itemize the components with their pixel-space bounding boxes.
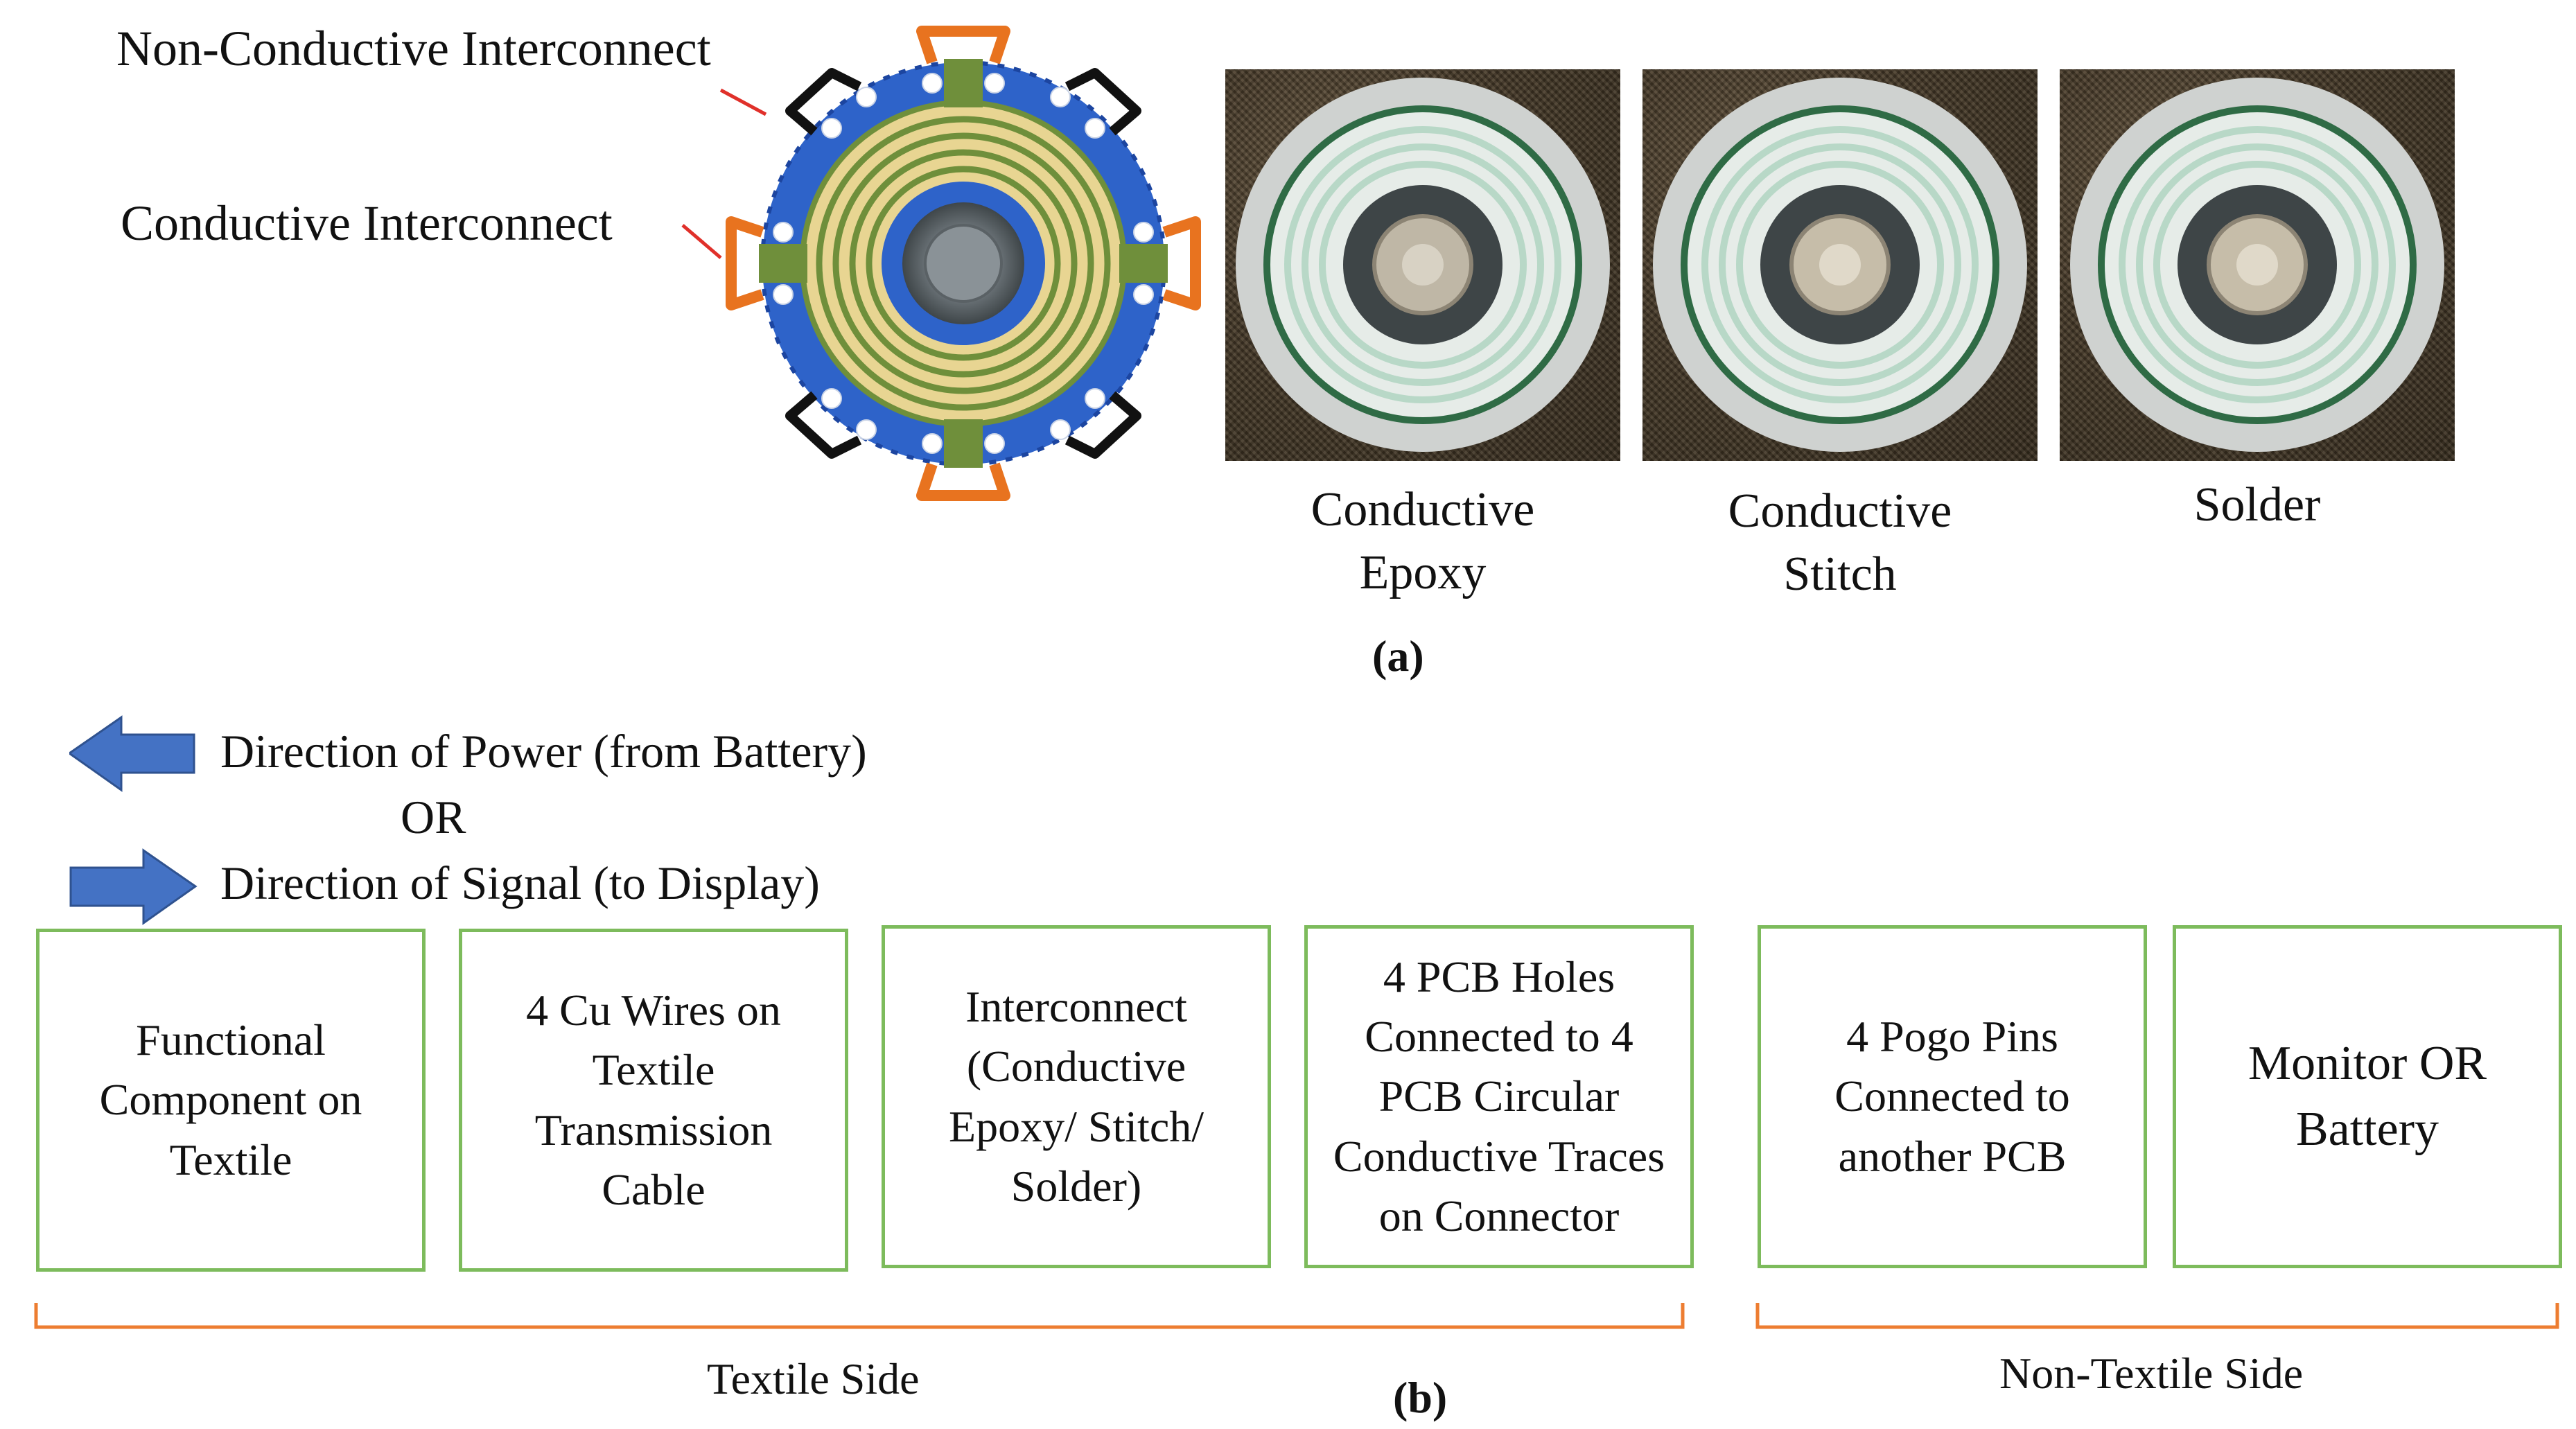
conductive-label: Conductive Interconnect: [121, 195, 613, 251]
box-functional-component: Functional Component on Textile: [36, 929, 426, 1272]
pad-left: [759, 244, 807, 283]
box-pogo-pins: 4 Pogo Pins Connected to another PCB: [1758, 925, 2147, 1268]
leader-line-conductive: [681, 224, 722, 259]
subfig-label-a: (a): [1372, 631, 1424, 681]
box-interconnect: Interconnect (Conductive Epoxy/ Stitch/ …: [882, 925, 1271, 1268]
legend-signal: Direction of Signal (to Display): [220, 857, 820, 909]
left-arrow-icon: [69, 715, 195, 792]
subfig-label-b: (b): [1393, 1373, 1448, 1422]
caption-conductive-stitch: Conductive Stitch: [1728, 484, 1952, 601]
box-pcb-holes: 4 PCB Holes Connected to 4 PCB Circular …: [1304, 925, 1694, 1268]
orange-arrow-icons: [726, 26, 1201, 501]
bracket-textile: [34, 1303, 1685, 1329]
right-arrow-icon: [69, 848, 198, 925]
legend-or: OR: [401, 791, 466, 843]
box-cu-wires: 4 Cu Wires on Textile Transmission Cable: [459, 929, 848, 1272]
black-arrow-icons: [785, 68, 1141, 459]
caption-conductive-epoxy: Conductive Epoxy: [1311, 483, 1535, 599]
pad-bottom: [944, 419, 983, 468]
connector-schematic: [726, 26, 1201, 501]
legend-power: Direction of Power (from Battery): [220, 725, 867, 778]
pad-top: [944, 59, 983, 107]
leader-line-non-conductive: [719, 88, 767, 116]
caption-solder: Solder: [2193, 478, 2321, 532]
non-conductive-label: Non-Conductive Interconnect: [116, 21, 711, 76]
group-label-non-textile: Non-Textile Side: [1999, 1349, 2304, 1398]
bracket-non-textile: [1755, 1303, 2559, 1329]
photo-conductive-epoxy: [1225, 69, 1620, 461]
photo-solder: [2060, 69, 2455, 461]
pad-right: [1119, 244, 1168, 283]
group-label-textile: Textile Side: [707, 1354, 920, 1403]
holes: [773, 73, 1154, 454]
photo-conductive-stitch: [1642, 69, 2038, 461]
box-monitor-battery: Monitor OR Battery: [2173, 925, 2562, 1268]
